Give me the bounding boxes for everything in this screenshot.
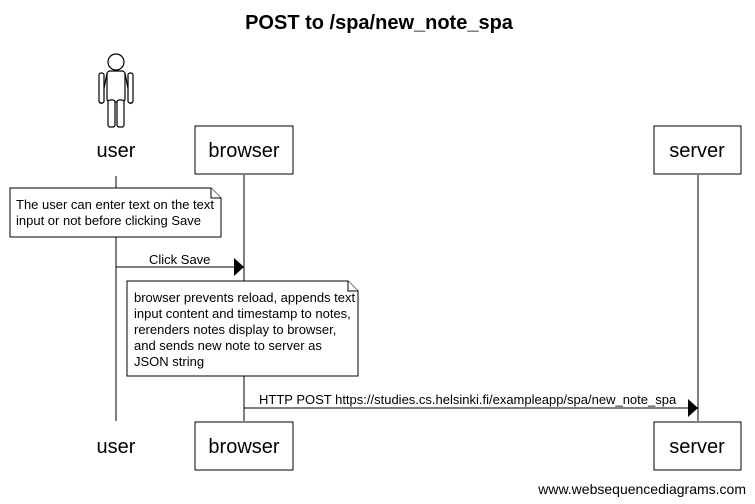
note2-line-2: input content and timestamp to notes, (134, 306, 351, 321)
note2-line-1: browser prevents reload, appends text (134, 290, 356, 305)
message-http-post: HTTP POST https://studies.cs.helsinki.fi… (244, 392, 698, 417)
note-browser-processing: browser prevents reload, appends text in… (126, 280, 359, 377)
message-click-save: Click Save (116, 252, 244, 276)
diagram-title: POST to /spa/new_note_spa (245, 12, 514, 34)
message-click-save-label: Click Save (149, 252, 210, 267)
user-actor-icon-top (98, 53, 134, 128)
participant-browser-box-top (194, 125, 294, 175)
note-user-text-input: The user can enter text on the text inpu… (9, 187, 222, 238)
participant-browser-bottom: browser (208, 436, 279, 458)
participant-browser-box-bottom (194, 421, 294, 471)
participant-server-bottom: server (669, 436, 725, 458)
note1-line-2: input or not before clicking Save (16, 213, 201, 228)
note2-line-4: and sends new note to server as (134, 338, 322, 353)
participant-user-top: user (97, 140, 136, 162)
note2-line-3: rerenders notes display to browser, (134, 322, 336, 337)
participant-browser-top: browser (208, 140, 279, 162)
message-http-post-label: HTTP POST https://studies.cs.helsinki.fi… (259, 392, 677, 407)
participant-server-box-top (653, 125, 742, 175)
note1-line-1: The user can enter text on the text (16, 197, 214, 212)
participant-server-box-bottom (653, 421, 742, 471)
participant-server-top: server (669, 140, 725, 162)
participant-user-bottom: user (97, 436, 136, 458)
footer-credit: www.websequencediagrams.com (537, 481, 746, 497)
note2-line-5: JSON string (134, 354, 204, 369)
